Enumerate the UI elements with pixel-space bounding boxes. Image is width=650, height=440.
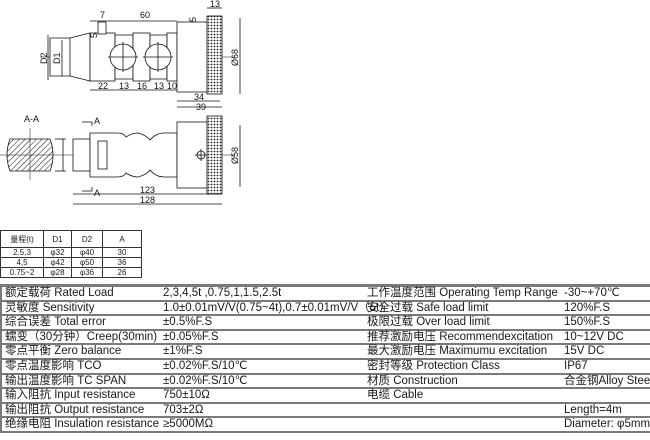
- spec-label: 零点温度影响 TCO: [5, 359, 102, 372]
- dim-13b: 13: [154, 81, 164, 91]
- dim-13a: 13: [119, 81, 129, 91]
- cell: 4,5: [0, 257, 44, 268]
- spec-row: 零点平衡 Zero balance ±1%F.S 最大激励电压 Maximumu e…: [2, 345, 650, 360]
- dim-34: 34: [194, 92, 204, 102]
- spec-label-2: 密封等级 Protection Class: [367, 359, 500, 372]
- cell: 2.5,3: [0, 247, 44, 258]
- dim-13-top: 13: [210, 0, 220, 9]
- dim-39: 39: [196, 102, 206, 112]
- dim-123: 123: [140, 185, 155, 195]
- size-header: A: [102, 230, 142, 248]
- spec-label: 蠕变（30分钟）Creep(30min): [5, 330, 158, 343]
- spec-value: ±0.5%F.S: [163, 316, 213, 329]
- spec-label-2: 最大激励电压 Maximumu excitation: [367, 345, 548, 358]
- spec-row: 零点温度影响 TCO ±0.02%F.S/10℃ 密封等级 Protection C…: [2, 360, 650, 375]
- spec-value-2: 10~12V DC: [564, 330, 624, 343]
- spec-value: 703±2Ω: [163, 403, 204, 416]
- top-view-dims: 7 60 13 5 5 D2 D1 22 13 16 13 10 34 39 Ø…: [39, 0, 240, 112]
- top-view: [40, 7, 241, 108]
- spec-value: 2,3,4,5t ,0.75,1,1.5,2.5t: [163, 287, 282, 299]
- dim-128: 128: [140, 195, 155, 205]
- size-header: D1: [43, 230, 72, 248]
- cell: 0.75~2: [0, 267, 44, 278]
- spec-value-2: 150%F.S: [564, 316, 611, 329]
- spec-value: ±0.05%F.S: [163, 330, 219, 343]
- spec-label-2: 安全过载 Safe load limit: [367, 301, 489, 314]
- dim-16: 16: [137, 81, 147, 91]
- spec-value-2: Diameter: φ5mm: [564, 418, 650, 431]
- side-view: [0, 115, 241, 205]
- spec-label: 输出温度影响 TC SPAN: [5, 374, 127, 387]
- section-label: A-A: [24, 114, 39, 124]
- cell: 26: [102, 267, 142, 278]
- spec-label: 灵敏度 Sensitivity: [5, 301, 95, 314]
- cut-label-top: A: [94, 116, 100, 126]
- dim-10: 10: [167, 81, 177, 91]
- cell: φ42: [43, 257, 72, 268]
- spec-label: 输出阻抗 Output resistance: [5, 403, 145, 416]
- spec-row: 综合误差 Total error ±0.5%F.S 极限过载 Over load l…: [2, 316, 650, 331]
- dim-d2: D2: [39, 52, 49, 64]
- spec-label-2: 电缆 Cable: [367, 389, 424, 402]
- spec-table: 额定载荷 Rated Load 2,3,4,5t ,0.75,1,1.5,2.5t…: [0, 284, 650, 433]
- spec-label-2: 推荐激励电压 Recommendexcitation: [367, 330, 553, 343]
- spec-label: 综合误差 Total error: [5, 316, 106, 329]
- spec-label-2: 材质 Construction: [367, 374, 458, 387]
- spec-value-2: 合金钢Alloy Steel: [564, 374, 650, 387]
- cell: 36: [102, 257, 142, 268]
- dim-5a: 5: [188, 17, 198, 22]
- cell: φ32: [43, 247, 72, 258]
- spec-value-2: 15V DC: [564, 345, 605, 358]
- spec-label-2: 工作温度范围 Operating Temp Range: [367, 287, 558, 299]
- spec-row: 灵敏度 Sensitivity 1.0±0.01mV/V(0.75~4t),0.7…: [2, 302, 650, 317]
- spec-value-2: 120%F.S: [564, 301, 611, 314]
- dim-22: 22: [98, 81, 108, 91]
- spec-label: 输入阻抗 Input resistance: [5, 389, 136, 402]
- dim-5b: 5: [89, 33, 99, 38]
- dim-60: 60: [140, 10, 150, 20]
- size-header: 量程(t): [0, 230, 44, 248]
- dim-7: 7: [100, 10, 105, 20]
- cut-label-bottom: A: [94, 188, 100, 198]
- spec-label: 额定载荷 Rated Load: [5, 287, 114, 299]
- dim-d1: D1: [52, 52, 62, 64]
- dim-d58: Ø58: [230, 147, 240, 164]
- cell: φ40: [71, 247, 103, 258]
- technical-drawing: 7 60 13 5 5 D2 D1 22 13 16 13 10 34 39 Ø…: [0, 0, 241, 205]
- spec-value-2: -30~+70℃: [564, 287, 620, 299]
- spec-row: 输出阻抗 Output resistance 703±2Ω Length=4m: [2, 404, 650, 419]
- spec-value: 1.0±0.01mV/V(0.75~4t),0.7±0.01mV/V（5t）: [163, 301, 391, 314]
- spec-row: 绝缘电阻 Insulation resistance≥5000MΩ Diamete…: [2, 418, 650, 433]
- spec-value: 750±10Ω: [163, 389, 210, 402]
- spec-row: 额定载荷 Rated Load 2,3,4,5t ,0.75,1,1.5,2.5t…: [2, 287, 650, 302]
- dim-d68: Ø68: [230, 49, 240, 66]
- spec-value-2: Length=4m: [564, 403, 622, 416]
- cell: φ50: [71, 257, 103, 268]
- side-view-labels: A-A A A 123 128 Ø58: [24, 114, 240, 205]
- spec-row: 输出温度影响 TC SPAN ±0.02%F.S/10℃ 材质 Constructi…: [2, 375, 650, 390]
- spec-label-2: 极限过载 Over load limit: [367, 316, 490, 329]
- spec-row: 蠕变（30分钟）Creep(30min) ±0.05%F.S 推荐激励电压 Reco…: [2, 331, 650, 346]
- spec-value: ±0.02%F.S/10℃: [163, 374, 248, 387]
- spec-label: 绝缘电阻 Insulation resistance: [5, 418, 160, 431]
- spec-value: ≥5000MΩ: [163, 418, 214, 431]
- spec-value-2: IP67: [564, 359, 588, 372]
- cell: 30: [102, 247, 142, 258]
- spec-row: 输入阻抗 Input resistance 750±10Ω 电缆 Cable: [2, 389, 650, 404]
- spec-label: 零点平衡 Zero balance: [5, 345, 122, 358]
- cell: φ36: [71, 267, 103, 278]
- spec-value: ±1%F.S: [163, 345, 203, 358]
- cell: φ28: [43, 267, 72, 278]
- spec-value: ±0.02%F.S/10℃: [163, 359, 248, 372]
- size-header: D2: [71, 230, 103, 248]
